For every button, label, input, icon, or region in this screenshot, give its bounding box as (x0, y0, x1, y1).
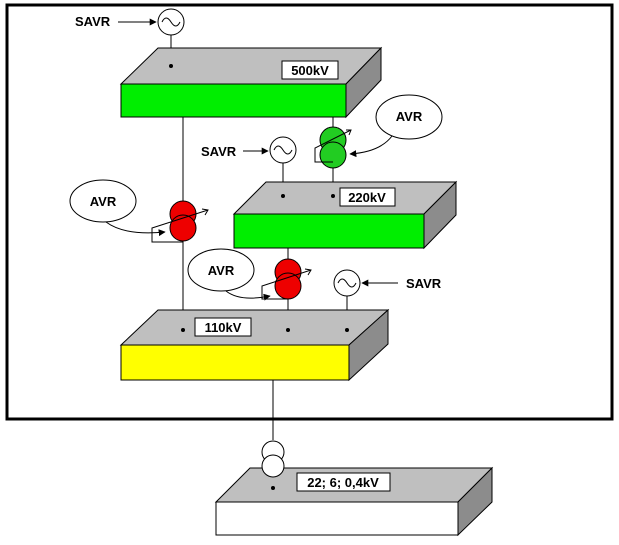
bus-110kv-front (120, 344, 350, 381)
avr-label-left: AVR (90, 194, 117, 209)
avr-arrow-left (105, 221, 166, 237)
bus-220kv-label: 220kV (348, 190, 386, 205)
bus-distribution-front (215, 501, 459, 536)
regulating-transformer-icon (314, 126, 352, 169)
savr-label-mid: SAVR (201, 144, 237, 159)
regulating-transformer-icon (151, 200, 209, 243)
avr-bubble-right: AVR (349, 94, 443, 158)
junction-dot (281, 194, 285, 198)
bus-220kv-front (233, 213, 425, 249)
savr-label-right: SAVR (406, 276, 442, 291)
bus-500kv-top (119, 47, 383, 85)
bus-500kv: 500kV (119, 46, 383, 119)
bus-110kv-label-box (194, 317, 252, 337)
savr-label-top: SAVR (75, 14, 111, 29)
bus-500kv-label-box (281, 60, 339, 80)
junction-dot (345, 328, 349, 332)
bus-distribution: 22; 6; 0,4kV (214, 466, 494, 537)
bus-110kv-top (119, 309, 390, 346)
avr-arrow-right (349, 135, 393, 158)
generator-icon (333, 269, 361, 297)
junction-dot (286, 328, 290, 332)
bus-500kv-front (120, 83, 347, 118)
avr-label-right: AVR (396, 109, 423, 124)
bus-distribution-label: 22; 6; 0,4kV (307, 475, 379, 490)
junction-dot (181, 328, 185, 332)
avr-bubble-lower: AVR (187, 248, 271, 301)
bus-110kv: 110kV (119, 308, 390, 382)
junction-dot (271, 486, 275, 490)
avr-arrow-lower (225, 290, 271, 301)
generator-icon (269, 136, 297, 164)
bus-110kv-label: 110kV (205, 320, 242, 335)
system-boundary-frame (5, 3, 614, 421)
avr-label-lower: AVR (208, 263, 235, 278)
regulating-transformer-icon (261, 258, 312, 300)
bus-distribution-label-box (296, 472, 391, 492)
bus-500kv-label: 500kV (291, 63, 329, 78)
junction-dot (331, 194, 335, 198)
avr-bubble-left: AVR (69, 179, 166, 237)
bus-220kv: 220kV (232, 180, 458, 250)
bus-220kv-label-box (339, 187, 396, 207)
transformer-icon (261, 440, 285, 478)
generator-icon (157, 8, 185, 36)
junction-dot (169, 64, 173, 68)
